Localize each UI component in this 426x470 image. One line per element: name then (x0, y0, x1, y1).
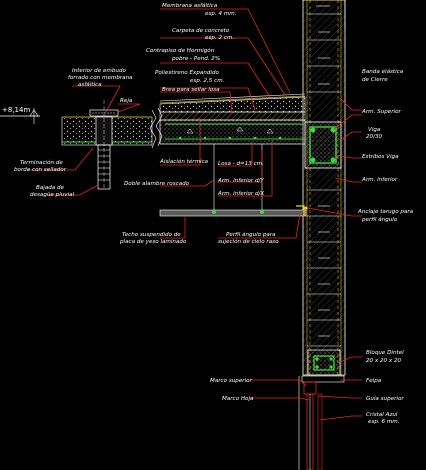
label-bloque: Bloque Dintel (366, 350, 404, 356)
beam-section (304, 121, 342, 169)
label-arm-inf: Arm. inferior (361, 177, 398, 183)
label-poliestireno-esp: esp. 2,5 cm. (190, 78, 225, 84)
label-anclaje-2: perfil ángulo (361, 216, 398, 223)
label-contrapiso-2: pobre - Pend. 2% (171, 56, 220, 62)
label-banda-2: de Cierre (362, 77, 388, 83)
label-arm-x: Arm. inferior d/X (217, 191, 264, 197)
label-interior-embudo: Interior de embudo (72, 68, 126, 74)
annotations: Membrana asfáltica esp. 4 mm. Carpeta de… (2, 2, 414, 425)
label-losa: Losa - d=13 cm. (218, 161, 264, 167)
label-marco-superior: Marco superior (210, 378, 253, 384)
roof-drain (89, 100, 119, 190)
label-anclaje: Anclaje tarugo para (357, 209, 414, 215)
label-reja: Reja (120, 98, 133, 104)
level-marker (0, 108, 40, 124)
label-carpeta: Carpeta de concreto (172, 28, 230, 34)
brick-wall (302, 0, 346, 376)
label-arm-sup: Arm. Superior (361, 109, 401, 115)
label-bajada-2: desagüe pluvial (30, 192, 75, 198)
label-perfil: Perfil ángulo para (226, 231, 276, 238)
label-brea: Brea para sellar losa (162, 87, 220, 93)
label-viga-2: 20/30 (366, 134, 383, 140)
label-guia: Guía superior (366, 395, 404, 402)
label-estribos: Estribos Viga (362, 154, 399, 160)
leader-lines (28, 8, 362, 421)
label-contrapiso: Contrapiso de Hormigón (146, 47, 215, 54)
label-felpa: Felpa (366, 378, 382, 384)
label-viga: Viga (368, 127, 381, 133)
label-interior-embudo-3: asfáltica (78, 81, 102, 88)
label-terminacion: Terminación de (20, 159, 63, 166)
label-interior-embudo-2: forrado con membrana (68, 75, 133, 81)
label-marco-hoja: Marco Hoja (222, 396, 254, 402)
label-membrana: Membrana asfáltica (162, 2, 218, 9)
label-bajada: Bajada de (36, 185, 65, 191)
label-arm-y: Arm. inferior d/Y (217, 178, 264, 184)
label-bloque-2: 20 x 20 x 20 (366, 358, 402, 364)
label-terminacion-2: borde con sellador (14, 167, 67, 173)
label-carpeta-esp: esp. 2 cm. (205, 35, 234, 41)
label-techo-2: placa de yeso laminado (119, 239, 187, 245)
window-frame (298, 375, 345, 470)
label-aislacion: Aislación térmica (159, 158, 209, 165)
label-membrana-esp: esp. 4 mm. (205, 11, 237, 17)
label-poliestireno: Poliestireno Expandido (155, 70, 220, 76)
label-banda: Banda elástica (362, 68, 404, 75)
label-nivel: +8,14m (2, 106, 30, 114)
lintel-block (307, 349, 341, 376)
label-doble-alambre: Doble alambre roscado (124, 181, 190, 187)
label-perfil-2: sujeción de cielo raso (218, 238, 279, 245)
label-cristal: Cristal Azul (366, 412, 398, 418)
label-techo: Techo suspendido de (122, 232, 181, 238)
label-cristal-2: esp. 6 mm. (368, 419, 400, 425)
